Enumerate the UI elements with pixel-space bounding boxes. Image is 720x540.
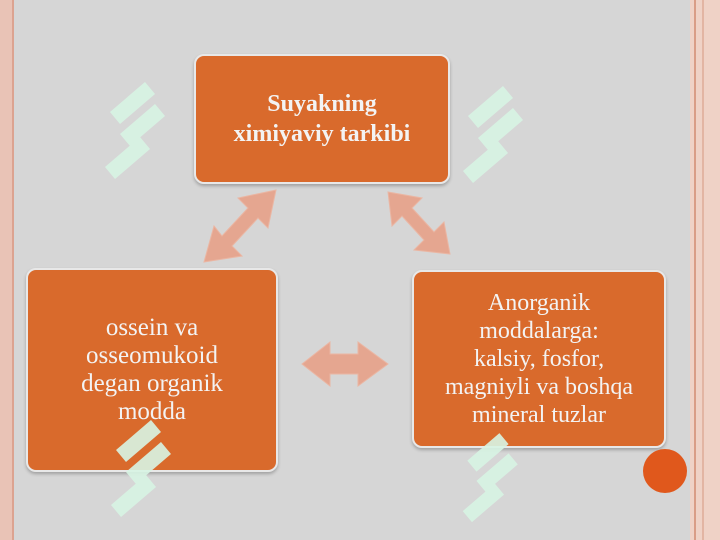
node-inorganic-substances-label: Anorganik moddalarga: kalsiy, fosfor, ma… (445, 290, 633, 428)
node-organic-substance-label: ossein va osseomukoid degan organik modd… (81, 314, 223, 425)
node-chemical-composition: Suyakning ximiyaviy tarkibi (194, 54, 450, 184)
slide-border-left (0, 0, 14, 540)
arrow-top-right-shape (387, 191, 451, 255)
watermark-logo-4 (462, 433, 518, 523)
arrow-top-left-shape (203, 189, 277, 263)
arrow-left-right-shape (301, 340, 389, 388)
accent-circle (643, 449, 687, 493)
node-inorganic-substances: Anorganik moddalarga: kalsiy, fosfor, ma… (412, 270, 666, 448)
watermark-logo-1 (105, 82, 165, 179)
node-organic-substance: ossein va osseomukoid degan organik modd… (26, 268, 278, 472)
watermark-logo-2 (463, 86, 523, 183)
watermark-logo-3 (111, 420, 171, 517)
node-chemical-composition-label: Suyakning ximiyaviy tarkibi (233, 91, 411, 147)
slide-border-right (690, 0, 720, 540)
